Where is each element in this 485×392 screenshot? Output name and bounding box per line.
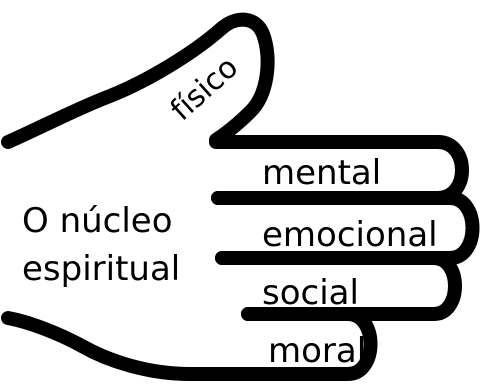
finger-emocional-outline (211, 191, 480, 265)
core-label-line1: O núcleo (22, 201, 173, 241)
hand-outline-bottom (1, 307, 378, 381)
hand-outline-top (1, 12, 275, 149)
finger-label-social: social (262, 273, 359, 313)
finger-label-emocional: emocional (262, 215, 438, 255)
finger-social-outline (215, 251, 462, 321)
core-label-line2: espiritual (22, 249, 180, 289)
finger-label-moral: moral (268, 331, 366, 371)
finger-label-mental: mental (262, 153, 381, 193)
